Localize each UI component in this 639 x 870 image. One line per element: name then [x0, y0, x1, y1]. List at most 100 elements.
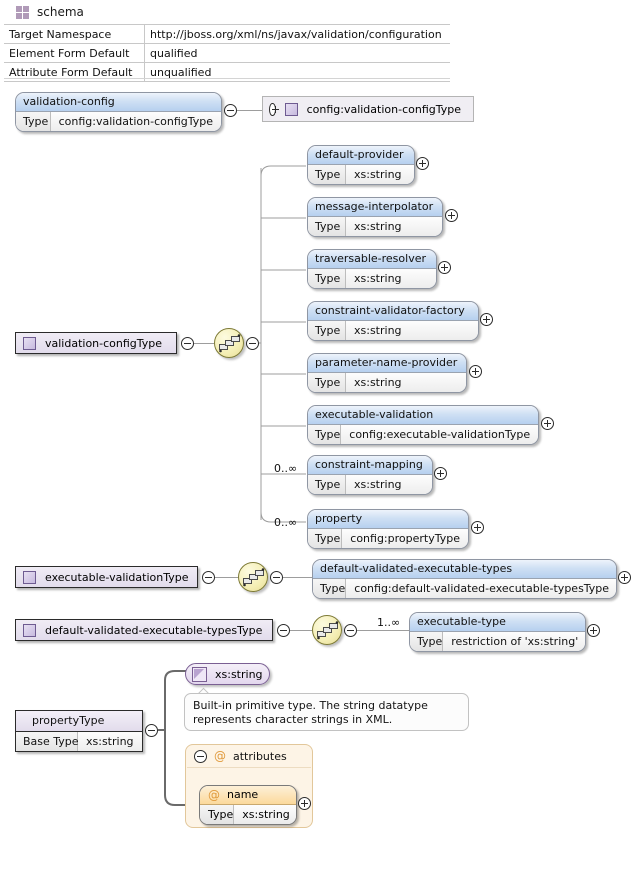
- element-type-row: Type xs:string: [308, 373, 466, 392]
- element-type-row: Type config:executable-validationType: [308, 425, 538, 444]
- attribute-box-name[interactable]: @ name Type xs:string: [199, 785, 297, 825]
- element-box-property[interactable]: property Type config:propertyType: [307, 509, 469, 549]
- connector-line: [237, 110, 262, 111]
- connector-line: [357, 630, 409, 631]
- attribute-header: @ name: [200, 786, 296, 805]
- sequence-compositor-dvet[interactable]: [312, 615, 342, 645]
- element-box-constraint-validator-factory[interactable]: constraint-validator-factory Type xs:str…: [307, 301, 479, 341]
- element-name-label: default-validated-executable-types: [313, 560, 616, 579]
- schema-header: schema Target Namespace http://jboss.org…: [0, 0, 639, 82]
- type-value: xs:string: [354, 324, 402, 337]
- branch-connectors-validation-configtype: [259, 165, 306, 523]
- element-box-traversable-resolver[interactable]: traversable-resolver Type xs:string: [307, 249, 437, 289]
- type-label: Type: [308, 269, 346, 288]
- expand-toggle-attribute-name[interactable]: [298, 797, 311, 810]
- element-name-label: constraint-validator-factory: [308, 302, 478, 321]
- element-type-row: Type restriction of 'xs:string': [410, 632, 585, 651]
- collapse-toggle-executable-validationtype-right[interactable]: [270, 571, 283, 584]
- type-value: config:propertyType: [350, 532, 460, 545]
- element-box-default-validated-executable-types[interactable]: default-validated-executable-types Type …: [312, 559, 617, 599]
- element-type-row: Type xs:string: [308, 269, 436, 288]
- type-value: xs:string: [354, 220, 402, 233]
- attribute-name-label: name: [227, 788, 259, 801]
- type-value: xs:string: [354, 272, 402, 285]
- element-box-executable-type[interactable]: executable-type Type restriction of 'xs:…: [409, 612, 586, 652]
- element-name-label: message-interpolator: [308, 198, 442, 217]
- expand-toggle-executable-type[interactable]: [587, 624, 600, 637]
- type-box-label: propertyType: [32, 714, 105, 727]
- simple-type-box-xs-string[interactable]: xs:string: [185, 663, 270, 685]
- element-name-label: validation-config: [16, 93, 221, 112]
- type-label: Type: [16, 112, 51, 131]
- table-row: Attribute Form Default unqualified: [4, 62, 450, 82]
- expand-toggle-traversable-resolver[interactable]: [438, 261, 451, 274]
- expand-toggle-reference[interactable]: [269, 102, 279, 116]
- collapse-toggle-validation-configtype-right[interactable]: [246, 337, 259, 350]
- element-box-validation-config[interactable]: validation-config Type config:validation…: [15, 92, 222, 132]
- element-name-label: traversable-resolver: [308, 250, 436, 269]
- type-label: Type: [308, 475, 346, 494]
- type-box-default-validated-executable-typestype[interactable]: default-validated-executable-typesType: [15, 619, 273, 641]
- type-label: Type: [200, 805, 235, 824]
- schema-prop-key: Target Namespace: [4, 24, 145, 44]
- element-box-executable-validation[interactable]: executable-validation Type config:execut…: [307, 405, 539, 445]
- attributes-group-header: @ attributes: [186, 745, 312, 767]
- type-label: Type: [308, 165, 346, 184]
- header-divider: [4, 78, 450, 79]
- cardinality-executable-type: 1..∞: [377, 616, 401, 629]
- expand-toggle-message-interpolator[interactable]: [445, 209, 458, 222]
- sequence-compositor-validation-configtype[interactable]: [214, 328, 244, 358]
- schema-prop-value: http://jboss.org/xml/ns/javax/validation…: [144, 24, 450, 44]
- expand-toggle-default-validated-executable-types[interactable]: [618, 571, 631, 584]
- collapse-toggle-executable-validationtype-left[interactable]: [202, 571, 215, 584]
- base-type-value: xs:string: [86, 735, 134, 748]
- element-type-row: Type config:default-validated-executable…: [313, 579, 616, 598]
- sequence-compositor-executable-validationtype[interactable]: [238, 562, 268, 592]
- propertytype-header: propertyType: [16, 711, 142, 732]
- element-name-label: parameter-name-provider: [308, 354, 466, 373]
- element-type-row: Type config:validation-configType: [16, 112, 221, 131]
- type-label: Type: [308, 425, 342, 444]
- collapse-toggle-dvet-right[interactable]: [344, 624, 357, 637]
- collapse-toggle-validation-configtype-left[interactable]: [181, 337, 194, 350]
- collapse-toggle-attributes[interactable]: [194, 749, 207, 763]
- element-type-row: Type xs:string: [308, 217, 442, 236]
- expand-toggle-constraint-mapping[interactable]: [434, 467, 447, 480]
- connector-line: [194, 343, 214, 344]
- reference-label: config:validation-configType: [306, 102, 461, 116]
- collapse-toggle-validation-config[interactable]: [224, 104, 237, 117]
- connector-line: [283, 577, 312, 578]
- complex-type-square-icon: [23, 570, 36, 584]
- type-value: config:executable-validationType: [349, 428, 531, 441]
- attributes-divider: [187, 767, 311, 768]
- type-box-executable-validationtype[interactable]: executable-validationType: [15, 566, 198, 588]
- documentation-callout: Built-in primitive type. The string data…: [184, 693, 469, 731]
- type-box-label: validation-configType: [45, 336, 163, 350]
- type-reference-config-validation-configtype[interactable]: config:validation-configType: [262, 96, 474, 122]
- collapse-toggle-propertytype[interactable]: [145, 724, 158, 737]
- type-box-propertytype[interactable]: propertyType Base Type xs:string: [15, 710, 143, 752]
- element-box-message-interpolator[interactable]: message-interpolator Type xs:string: [307, 197, 443, 237]
- element-type-row: Type xs:string: [308, 475, 432, 494]
- schema-title-label: schema: [37, 5, 84, 19]
- element-box-parameter-name-provider[interactable]: parameter-name-provider Type xs:string: [307, 353, 467, 393]
- type-label: Type: [308, 321, 346, 340]
- element-box-constraint-mapping[interactable]: constraint-mapping Type xs:string: [307, 455, 433, 495]
- complex-type-square-icon: [284, 102, 298, 116]
- element-box-default-provider[interactable]: default-provider Type xs:string: [307, 145, 415, 185]
- expand-toggle-constraint-validator-factory[interactable]: [480, 313, 493, 326]
- simple-type-label: xs:string: [215, 667, 263, 681]
- expand-toggle-executable-validation[interactable]: [541, 417, 554, 430]
- expand-toggle-parameter-name-provider[interactable]: [469, 365, 482, 378]
- type-value: config:default-validated-executable-type…: [354, 582, 610, 595]
- type-box-validation-configtype[interactable]: validation-configType: [15, 332, 177, 354]
- expand-toggle-property[interactable]: [471, 521, 484, 534]
- schema-properties-table: Target Namespace http://jboss.org/xml/ns…: [4, 24, 450, 82]
- element-type-row: Type config:propertyType: [308, 529, 468, 548]
- collapse-toggle-dvet-left[interactable]: [277, 624, 290, 637]
- element-type-row: Type xs:string: [308, 165, 414, 184]
- type-box-label: default-validated-executable-typesType: [45, 623, 263, 637]
- expand-toggle-default-provider[interactable]: [416, 157, 429, 170]
- complex-type-square-icon: [23, 623, 36, 637]
- type-label: Type: [313, 579, 347, 598]
